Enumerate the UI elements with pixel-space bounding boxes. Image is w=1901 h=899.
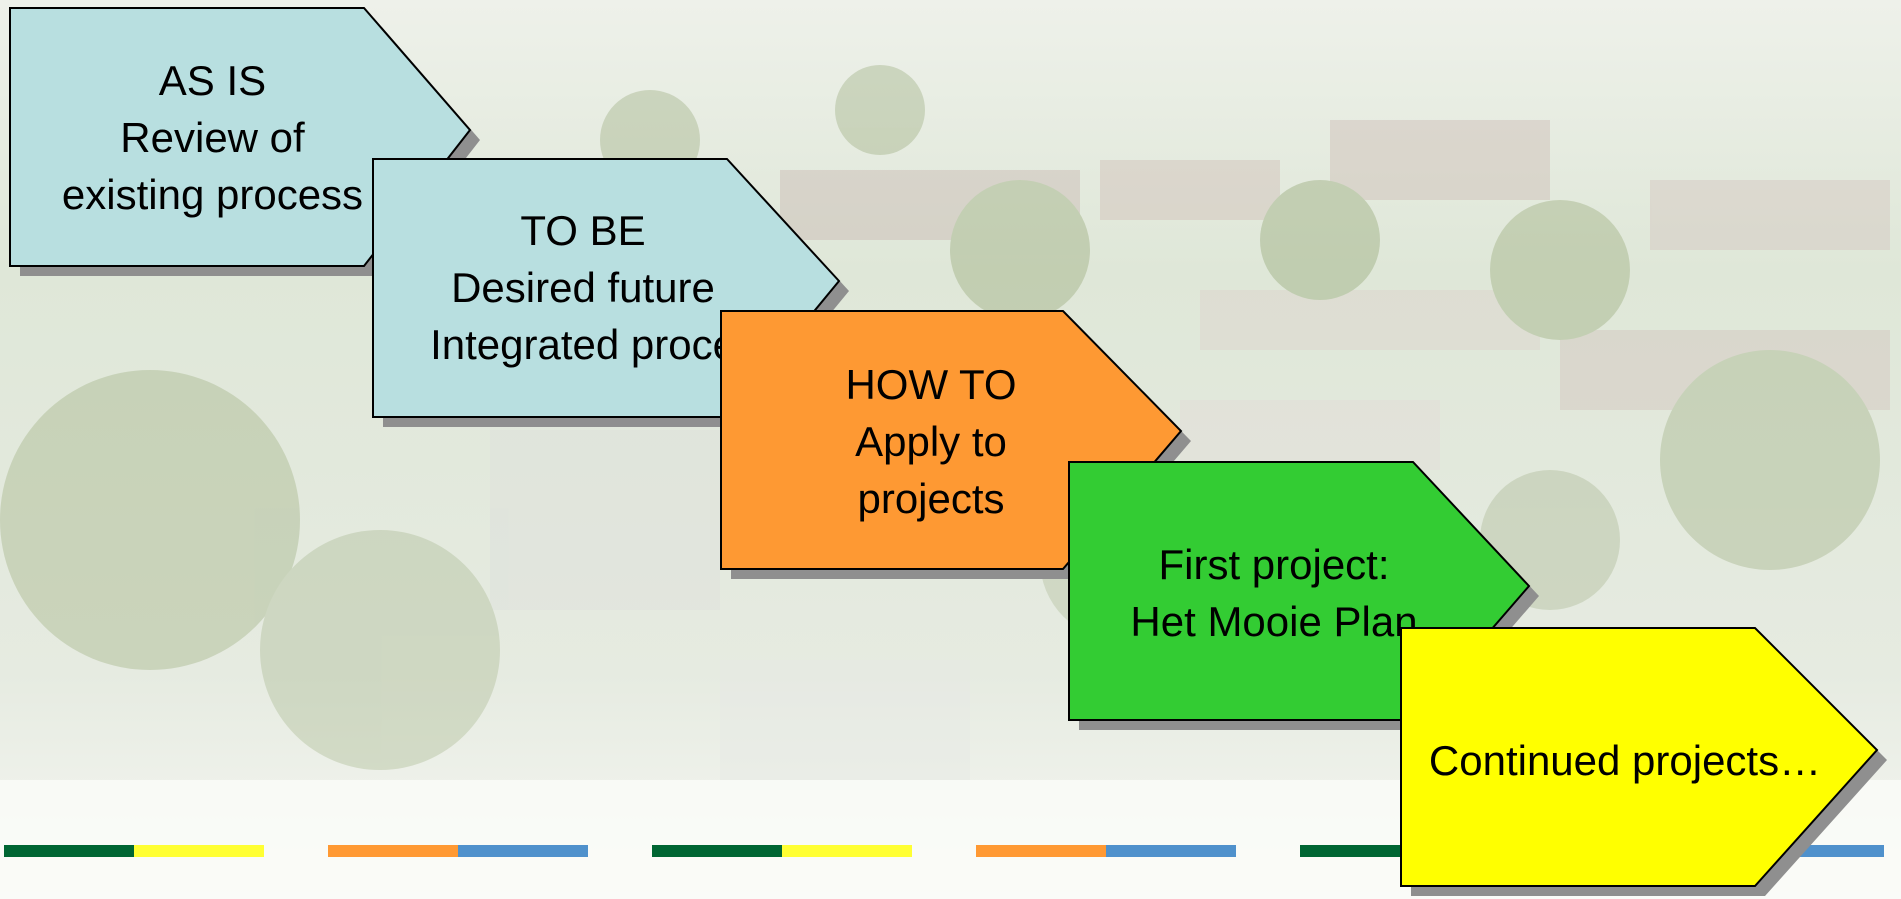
- step-as-is-label: AS IS Review of existing process: [10, 52, 415, 223]
- step-to-be-label: TO BE Desired future Integrated proce: [373, 202, 793, 373]
- step-how-to-line-3: projects: [857, 475, 1005, 522]
- step-first-project-line-1: First project:: [1158, 541, 1390, 588]
- pentagon-arrow-shape: [9, 7, 480, 276]
- step-continued-projects-line-1: Continued projects…: [1428, 737, 1822, 784]
- step-how-to-line-1: HOW TO: [845, 361, 1017, 408]
- step-to-be-line-2: Desired future: [451, 264, 715, 311]
- step-continued-projects: [1400, 627, 1891, 896]
- step-as-is-line-1: AS IS: [158, 57, 267, 104]
- step-as-is-line-2: Review of: [120, 114, 305, 161]
- step-as-is-line-3: existing process: [61, 171, 364, 218]
- step-how-to-label: HOW TO Apply to projects: [721, 356, 1141, 527]
- step-how-to-line-2: Apply to: [855, 418, 1007, 465]
- step-first-project-line-2: Het Mooie Plan: [1130, 598, 1418, 645]
- step-to-be-line-3: Integrated proce: [430, 321, 736, 368]
- step-first-project-label: First project: Het Mooie Plan: [1069, 536, 1479, 650]
- step-continued-projects-label: Continued projects…: [1390, 732, 1860, 789]
- pentagon-arrow-shape: [1400, 627, 1887, 896]
- step-to-be-line-1: TO BE: [520, 207, 646, 254]
- step-as-is: [9, 7, 480, 276]
